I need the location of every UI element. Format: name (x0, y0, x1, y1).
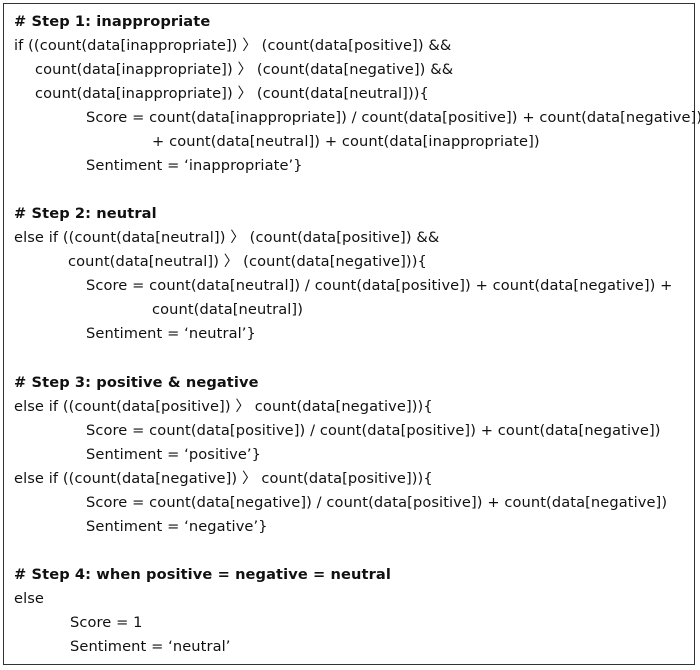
code-line: else (14, 590, 45, 607)
code-line: Sentiment = ‘neutral’} (86, 325, 256, 342)
code-line: Sentiment = ‘positive’} (86, 446, 262, 463)
step-2-header: # Step 2: neutral (14, 205, 157, 222)
code-line: Score = count(data[neutral]) / count(dat… (86, 277, 673, 294)
code-line: count(data[inappropriate]) 〉 (count(data… (35, 61, 454, 78)
code-line: Score = 1 (70, 614, 143, 631)
document-frame (3, 3, 695, 665)
code-line: Score = count(data[negative]) / count(da… (86, 494, 668, 511)
code-line: count(data[inappropriate]) 〉 (count(data… (35, 85, 429, 102)
code-line: Sentiment = ‘inappropriate’} (86, 157, 303, 174)
code-line: else if ((count(data[positive]) 〉 count(… (14, 398, 433, 415)
step-3-header: # Step 3: positive & negative (14, 374, 259, 391)
code-line: Sentiment = ‘neutral’ (70, 638, 231, 655)
code-line: Sentiment = ‘negative’} (86, 518, 268, 535)
code-line: Score = count(data[inappropriate]) / cou… (86, 109, 700, 126)
code-line: else if ((count(data[neutral]) 〉 (count(… (14, 229, 440, 246)
code-line: else if ((count(data[negative]) 〉 count(… (14, 470, 433, 487)
step-1-header: # Step 1: inappropriate (14, 13, 211, 30)
code-line: count(data[neutral]) 〉 (count(data[negat… (68, 253, 427, 270)
code-line: Score = count(data[positive]) / count(da… (86, 422, 661, 439)
code-line: if ((count(data[inappropriate]) 〉 (count… (14, 37, 452, 54)
code-line: + count(data[neutral]) + count(data[inap… (152, 133, 540, 150)
step-4-header: # Step 4: when positive = negative = neu… (14, 566, 391, 583)
code-line: count(data[neutral]) (152, 301, 304, 318)
